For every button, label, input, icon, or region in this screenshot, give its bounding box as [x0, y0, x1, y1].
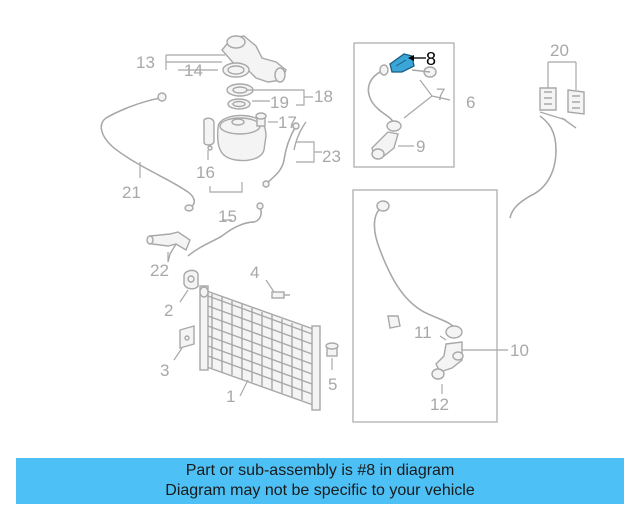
callout-23: 23	[322, 147, 341, 166]
notice-line-part-number: Part or sub-assembly is #8 in diagram	[185, 462, 455, 479]
callout-19: 19	[270, 93, 289, 112]
callout-6: 6	[466, 93, 475, 112]
bracket-3-part	[179, 325, 195, 349]
callout-3: 3	[160, 361, 169, 380]
callout-9: 9	[416, 137, 425, 156]
coolant-hose-21-part	[100, 92, 195, 212]
callout-13: 13	[136, 53, 155, 72]
callout-18: 18	[314, 87, 333, 106]
pipe-right-part	[509, 111, 577, 219]
bracket-2-part	[183, 269, 199, 290]
hose-10-part	[373, 200, 457, 331]
drain-plug-5-part	[325, 342, 339, 357]
connector-12-part	[431, 341, 464, 380]
callout-2: 2	[164, 301, 173, 320]
callout-4: 4	[250, 263, 259, 282]
hose-7-part	[367, 64, 437, 125]
pipe-22-part	[146, 231, 191, 263]
callout-12: 12	[430, 395, 449, 414]
callout-10: 10	[510, 341, 529, 360]
sensor-4-part	[271, 291, 290, 299]
callout-16: 16	[196, 163, 215, 182]
callout-22: 22	[150, 261, 169, 280]
thermostat-housing-part	[221, 35, 287, 83]
radiator-part	[199, 285, 321, 411]
diagram-notice-banner: Part or sub-assembly is #8 in diagram Di…	[16, 458, 624, 504]
hose-23-part	[262, 121, 307, 188]
hose-15-part	[187, 202, 264, 257]
callout-8: 8	[426, 49, 436, 69]
parts-diagram: 13 14 19 18 17 23 16 21 15 22 4 2 3 5 1 …	[100, 35, 585, 423]
callout-5: 5	[328, 375, 337, 394]
module-20-part	[539, 87, 585, 115]
callout-17: 17	[278, 113, 297, 132]
callout-21: 21	[122, 183, 141, 202]
connector-9-part	[371, 120, 402, 160]
callout-20: 20	[550, 41, 569, 60]
gasket-ring-part	[226, 83, 254, 110]
callout-14: 14	[184, 61, 203, 80]
inset-box-6	[353, 42, 455, 168]
callout-11: 11	[414, 323, 432, 342]
sensor-17-part	[255, 112, 267, 127]
clip-8-highlighted	[389, 53, 415, 73]
callout-1: 1	[226, 387, 235, 406]
callout-15: 15	[218, 207, 237, 226]
callout-7: 7	[436, 85, 445, 104]
inset-box-10	[352, 189, 498, 423]
notice-line-disclaimer: Diagram may not be specific to your vehi…	[165, 482, 475, 499]
clip-11-part	[387, 315, 463, 339]
